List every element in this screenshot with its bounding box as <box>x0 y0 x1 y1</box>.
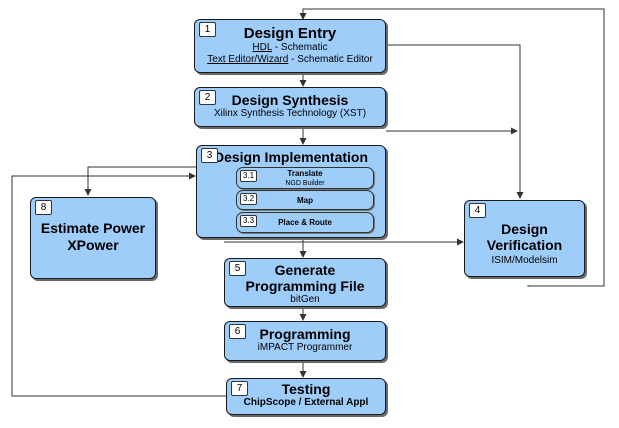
text-editor-wizard-link: Text Editor/Wizard <box>207 54 289 65</box>
substep-translate-title: Translate <box>287 169 323 178</box>
design-implementation-box: 3 Design Implementation 3.1 Translate NG… <box>196 145 386 238</box>
design-entry-line2: Text Editor/Wizard - Schematic Editor <box>195 54 385 66</box>
generate-programming-file-box: 5 Generate Programming File bitGen <box>224 258 386 307</box>
estimate-power-box: 8 Estimate Power XPower <box>30 197 156 279</box>
generate-file-subtitle: bitGen <box>290 294 320 305</box>
step-number-badge: 6 <box>229 324 246 339</box>
substep-number-badge: 3.2 <box>240 193 257 205</box>
substep-place-route-title: Place & Route <box>278 218 332 227</box>
step-number-badge: 7 <box>231 381 248 396</box>
step-number-badge: 3 <box>201 148 218 163</box>
substep-number-badge: 3.1 <box>240 170 257 182</box>
design-verification-title-line2: Verification <box>486 237 563 253</box>
design-entry-line1-rest: - Schematic <box>272 42 328 53</box>
design-entry-title: Design Entry <box>243 25 337 42</box>
step-number-badge: 2 <box>199 90 216 105</box>
design-synthesis-box: 2 Design Synthesis Xilinx Synthesis Tech… <box>194 87 386 127</box>
testing-subtitle: ChipScope / External Appl <box>243 397 369 408</box>
arrow-implementation-to-power <box>84 166 196 196</box>
design-entry-line2-rest: - Schematic Editor <box>288 54 373 65</box>
arrow-verification-feedback <box>299 8 605 287</box>
design-implementation-title: Design Implementation <box>213 149 369 165</box>
programming-title: Programming <box>259 326 351 342</box>
design-verification-subtitle: ISIM/Modelsim <box>491 255 558 266</box>
design-synthesis-subtitle: Xilinx Synthesis Technology (XST) <box>213 108 367 119</box>
step-number-badge: 4 <box>469 203 486 218</box>
step-number-badge: 1 <box>199 22 216 37</box>
substep-number-badge: 3.3 <box>240 215 257 227</box>
generate-file-title-line2: Programming File <box>245 278 365 294</box>
generate-file-title-line1: Generate <box>274 262 336 278</box>
design-verification-box: 4 Design Verification ISIM/Modelsim <box>464 200 585 277</box>
substep-map-title: Map <box>297 196 313 205</box>
substep-map-box: 3.2 Map <box>236 190 374 210</box>
arrow-testing-feedback <box>11 172 226 397</box>
arrow-entry-to-verification <box>386 44 524 199</box>
step-number-badge: 8 <box>35 200 52 215</box>
step-number-badge: 5 <box>229 261 246 276</box>
programming-subtitle: iMPACT Programmer <box>257 342 353 353</box>
substep-translate-box: 3.1 Translate NGD Builder <box>236 167 374 189</box>
design-entry-box: 1 Design Entry HDL - Schematic Text Edit… <box>194 19 386 73</box>
substep-translate-subtitle: NGD Builder <box>285 180 325 187</box>
substep-place-route-box: 3.3 Place & Route <box>236 212 374 233</box>
design-verification-title-line1: Design <box>501 221 548 237</box>
estimate-power-title-line1: Estimate Power <box>40 220 146 236</box>
hdl-link: HDL <box>252 42 273 53</box>
testing-title: Testing <box>281 381 331 397</box>
design-entry-line1: HDL - Schematic <box>195 42 385 54</box>
estimate-power-title-line2: XPower <box>67 237 119 253</box>
programming-box: 6 Programming iMPACT Programmer <box>224 321 386 361</box>
design-synthesis-title: Design Synthesis <box>231 92 349 108</box>
testing-box: 7 Testing ChipScope / External Appl <box>226 378 386 415</box>
